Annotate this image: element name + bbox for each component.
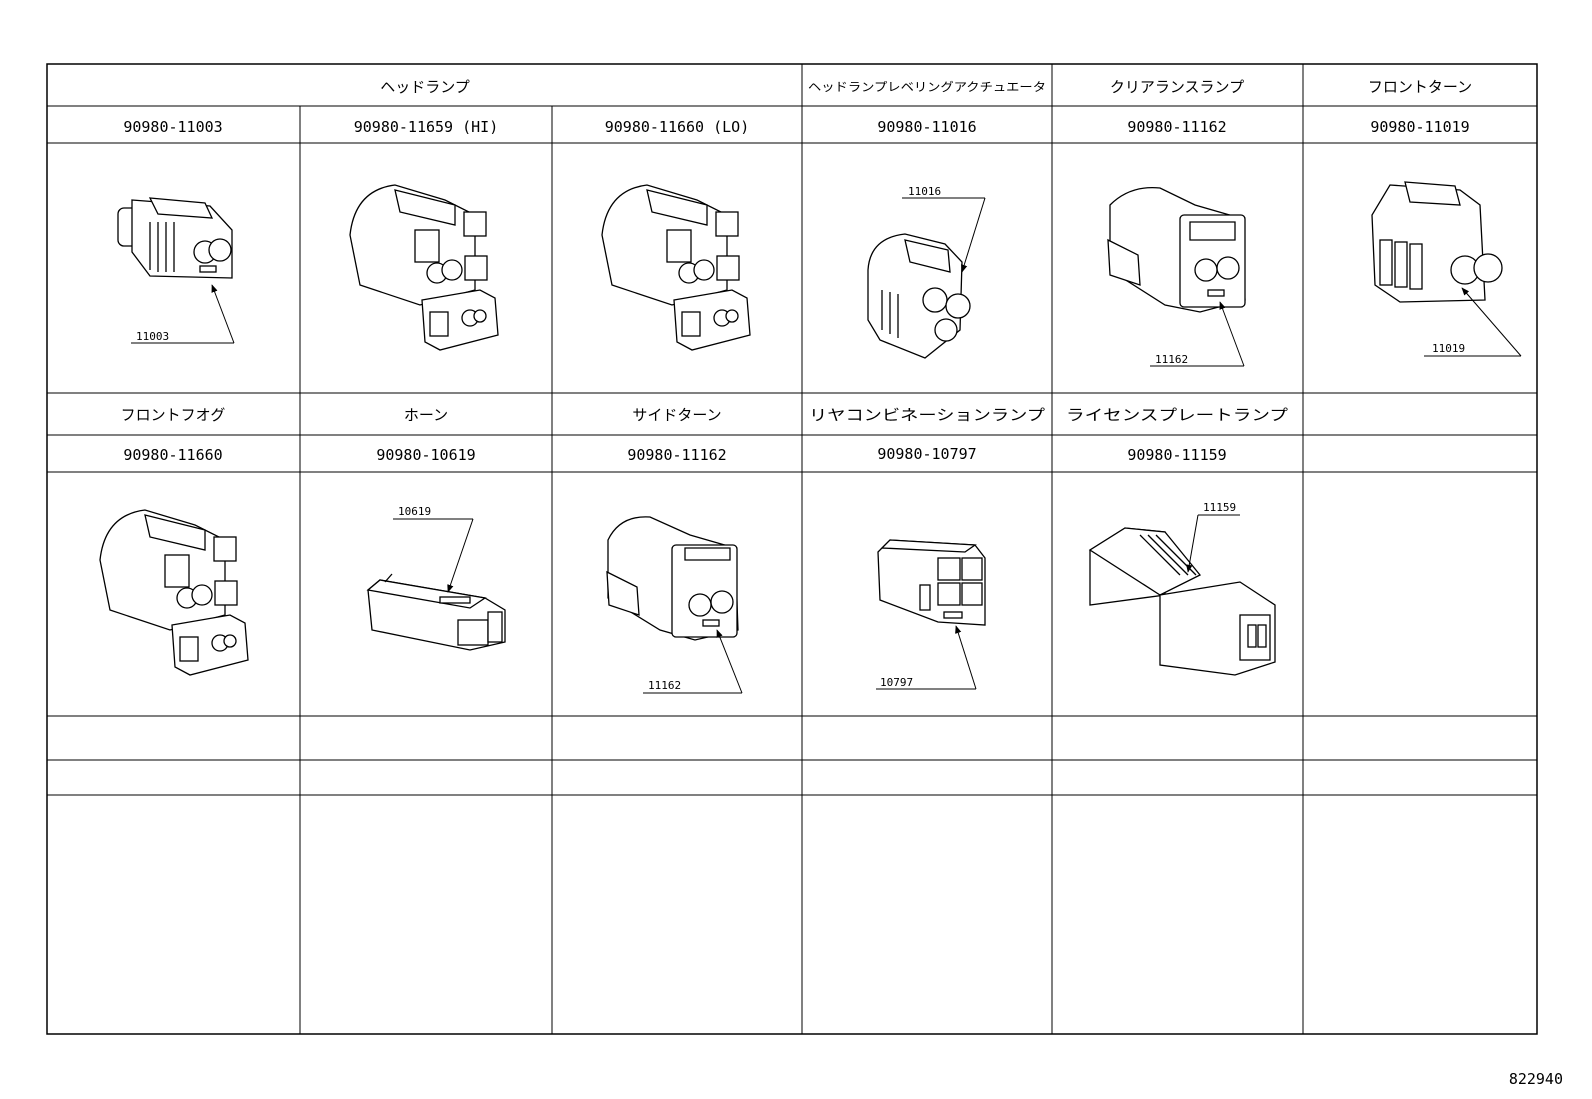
callout-11159: 11159 — [1203, 501, 1236, 514]
callout-11016: 11016 — [908, 185, 941, 198]
group-header-clearance-lamp: クリアランスランプ — [1110, 78, 1244, 96]
name-license-plate-lamp: ライセンスプレートランプ — [1066, 406, 1288, 424]
callout-arrow-11019 — [1461, 287, 1522, 357]
connector-11162-drawing — [1107, 186, 1246, 313]
part-number-r1c3: 90980-11660 (LO) — [605, 118, 750, 136]
callout-arrow-11159 — [1186, 514, 1199, 573]
part-number-r2c3: 90980-11162 — [627, 446, 726, 464]
connector-11660-drawing — [601, 184, 751, 351]
table-grid — [46, 63, 1538, 1035]
callout-arrow-11162-r1 — [1219, 301, 1245, 367]
connector-10797-drawing — [877, 539, 986, 626]
name-rear-combination-lamp: リヤコンビネーションランプ — [809, 406, 1045, 424]
callout-10619: 10619 — [398, 505, 431, 518]
group-header-front-turn: フロントターン — [1368, 78, 1472, 96]
part-number-r1c2: 90980-11659 (HI) — [354, 118, 499, 136]
part-number-r1c5: 90980-11162 — [1127, 118, 1226, 136]
group-header-leveling-actuator: ヘッドランプレベリングアクチュエータ — [808, 80, 1046, 94]
connector-11162-side-turn-drawing — [606, 516, 739, 641]
part-number-r2c2: 90980-10619 — [376, 446, 475, 464]
part-number-r2c5: 90980-11159 — [1127, 446, 1226, 464]
connector-11019-drawing — [1371, 181, 1503, 303]
part-number-r1c1: 90980-11003 — [123, 118, 222, 136]
name-horn: ホーン — [404, 406, 448, 424]
callout-arrow-10619 — [447, 518, 474, 593]
callout-10797: 10797 — [880, 676, 913, 689]
illustration-id: 822940 — [1509, 1070, 1563, 1088]
part-number-r1c6: 90980-11019 — [1370, 118, 1469, 136]
part-number-r2c4: 90980-10797 — [877, 445, 976, 463]
callout-11019: 11019 — [1432, 342, 1465, 355]
callout-11162-r1: 11162 — [1155, 353, 1188, 366]
callout-11162-r2: 11162 — [648, 679, 681, 692]
connector-10619-drawing — [366, 573, 506, 651]
connector-11660-front-fog-drawing — [99, 509, 249, 676]
connector-11159-drawing — [1088, 527, 1276, 676]
connector-11016-drawing — [867, 233, 971, 359]
callout-arrow-11016 — [961, 197, 986, 273]
callout-arrow-10797 — [955, 625, 977, 690]
callout-11003: 11003 — [136, 330, 169, 343]
part-number-r2c1: 90980-11660 — [123, 446, 222, 464]
name-side-turn: サイドターン — [632, 406, 721, 424]
part-number-r1c4: 90980-11016 — [877, 118, 976, 136]
name-front-fog: フロントフオグ — [121, 406, 226, 424]
group-header-headlamp: ヘッドランプ — [380, 78, 470, 96]
callout-arrow-11003 — [211, 284, 235, 344]
connector-11659-drawing — [349, 184, 499, 351]
connector-11003-drawing — [117, 197, 233, 279]
callout-arrow-11162-r2 — [716, 629, 743, 694]
